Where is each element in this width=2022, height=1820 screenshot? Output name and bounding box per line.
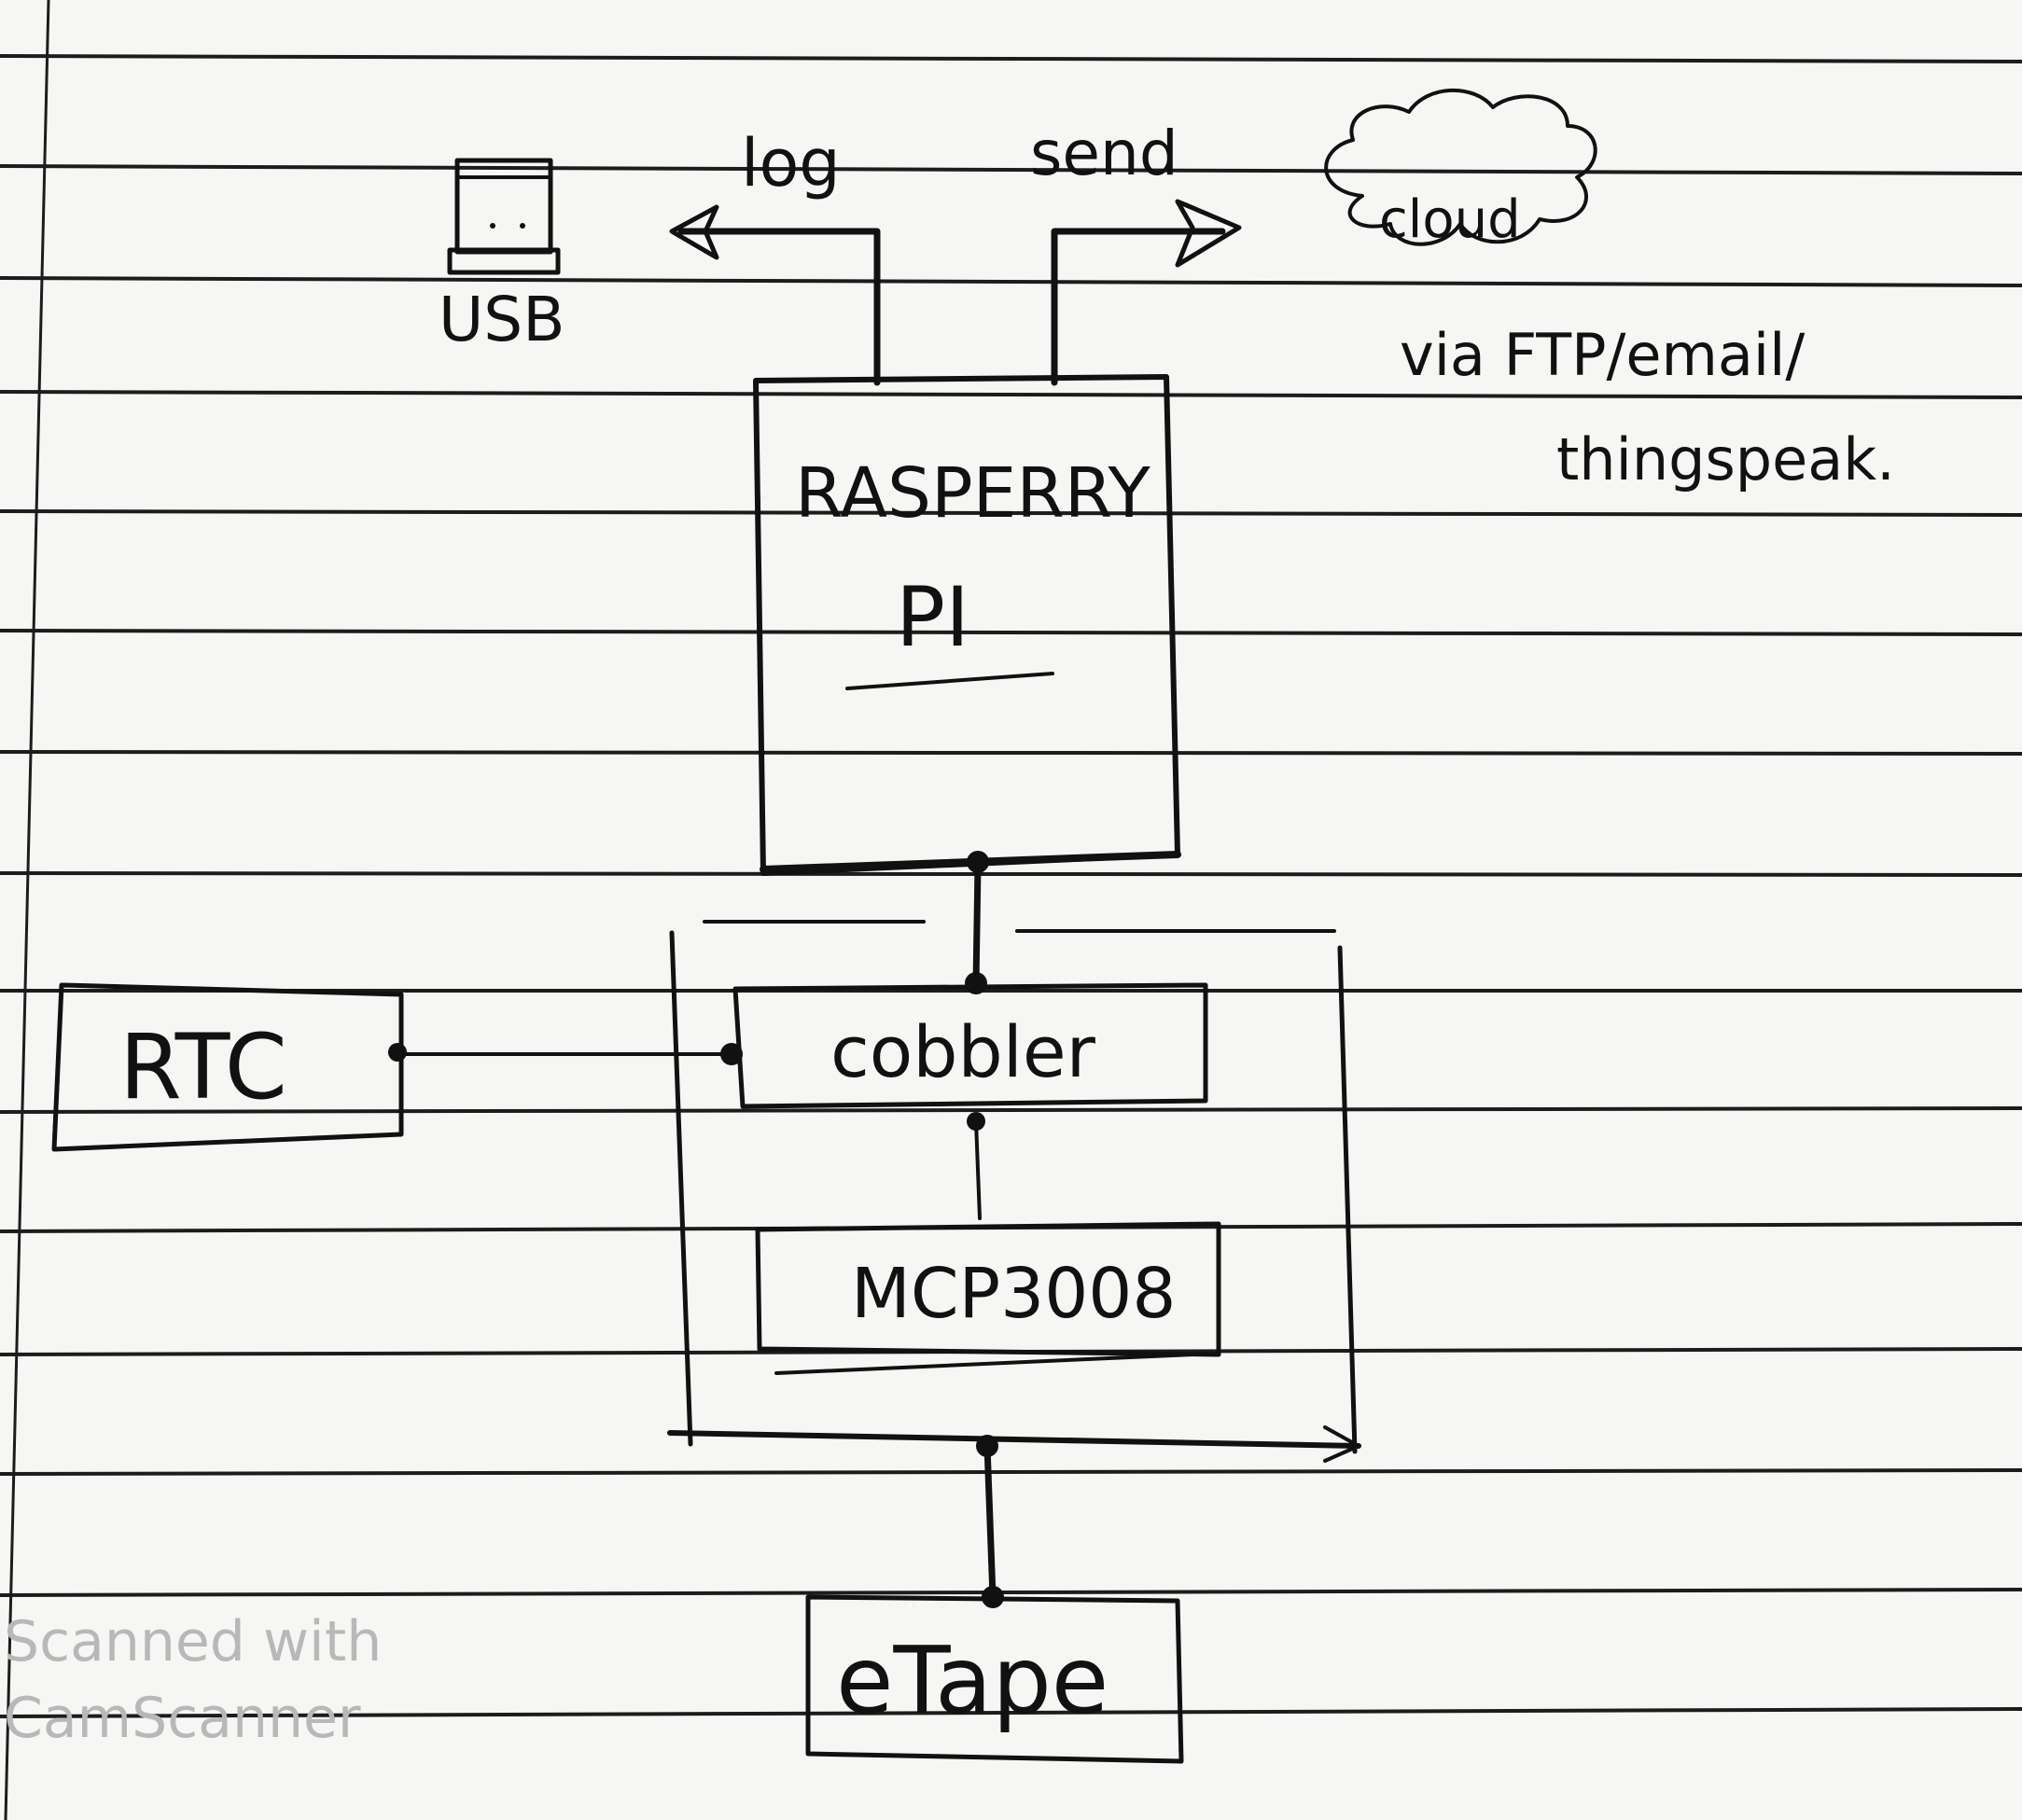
send-label: send (1030, 118, 1178, 189)
etape-box (805, 1594, 1184, 1764)
ruled-lines (0, 54, 2022, 1718)
cloud-label: cloud (1379, 189, 1521, 250)
rtc-label: RTC (119, 1015, 287, 1119)
etape-label: eTape (836, 1626, 1109, 1735)
cloud-icon (1324, 88, 1597, 246)
mcp3008-label: MCP3008 (851, 1254, 1177, 1334)
via-label-line2: thingspeak. (1556, 425, 1895, 493)
cobbler-box (732, 982, 1208, 1109)
breadboard-frame (667, 920, 1361, 1463)
log-arrow (669, 204, 881, 386)
log-label: log (741, 125, 841, 201)
raspberry-label: RASPERRY (795, 453, 1150, 534)
pi-underline (845, 672, 1054, 690)
etape-link (983, 1442, 997, 1601)
mcp3008-box (755, 1221, 1221, 1375)
watermark-line1: Scanned with (4, 1609, 383, 1674)
cobbler-top-node (965, 972, 987, 994)
usb-label: USB (439, 284, 565, 355)
via-label-line1: via FTP/email/ (1400, 321, 1806, 389)
margin-line (4, 0, 50, 1820)
cobbler-label: cobbler (830, 1010, 1095, 1093)
cobbler-mcp-link (974, 1119, 982, 1220)
pi-cobbler-link (972, 862, 982, 987)
send-arrow (1051, 199, 1242, 386)
pi-bottom-node (967, 851, 989, 873)
pi-label: PI (896, 569, 970, 665)
usb-drive-icon (447, 158, 561, 275)
watermark-line2: CamScanner (4, 1686, 361, 1751)
rtc-right-node (388, 1043, 407, 1062)
rtc-box (51, 982, 404, 1152)
